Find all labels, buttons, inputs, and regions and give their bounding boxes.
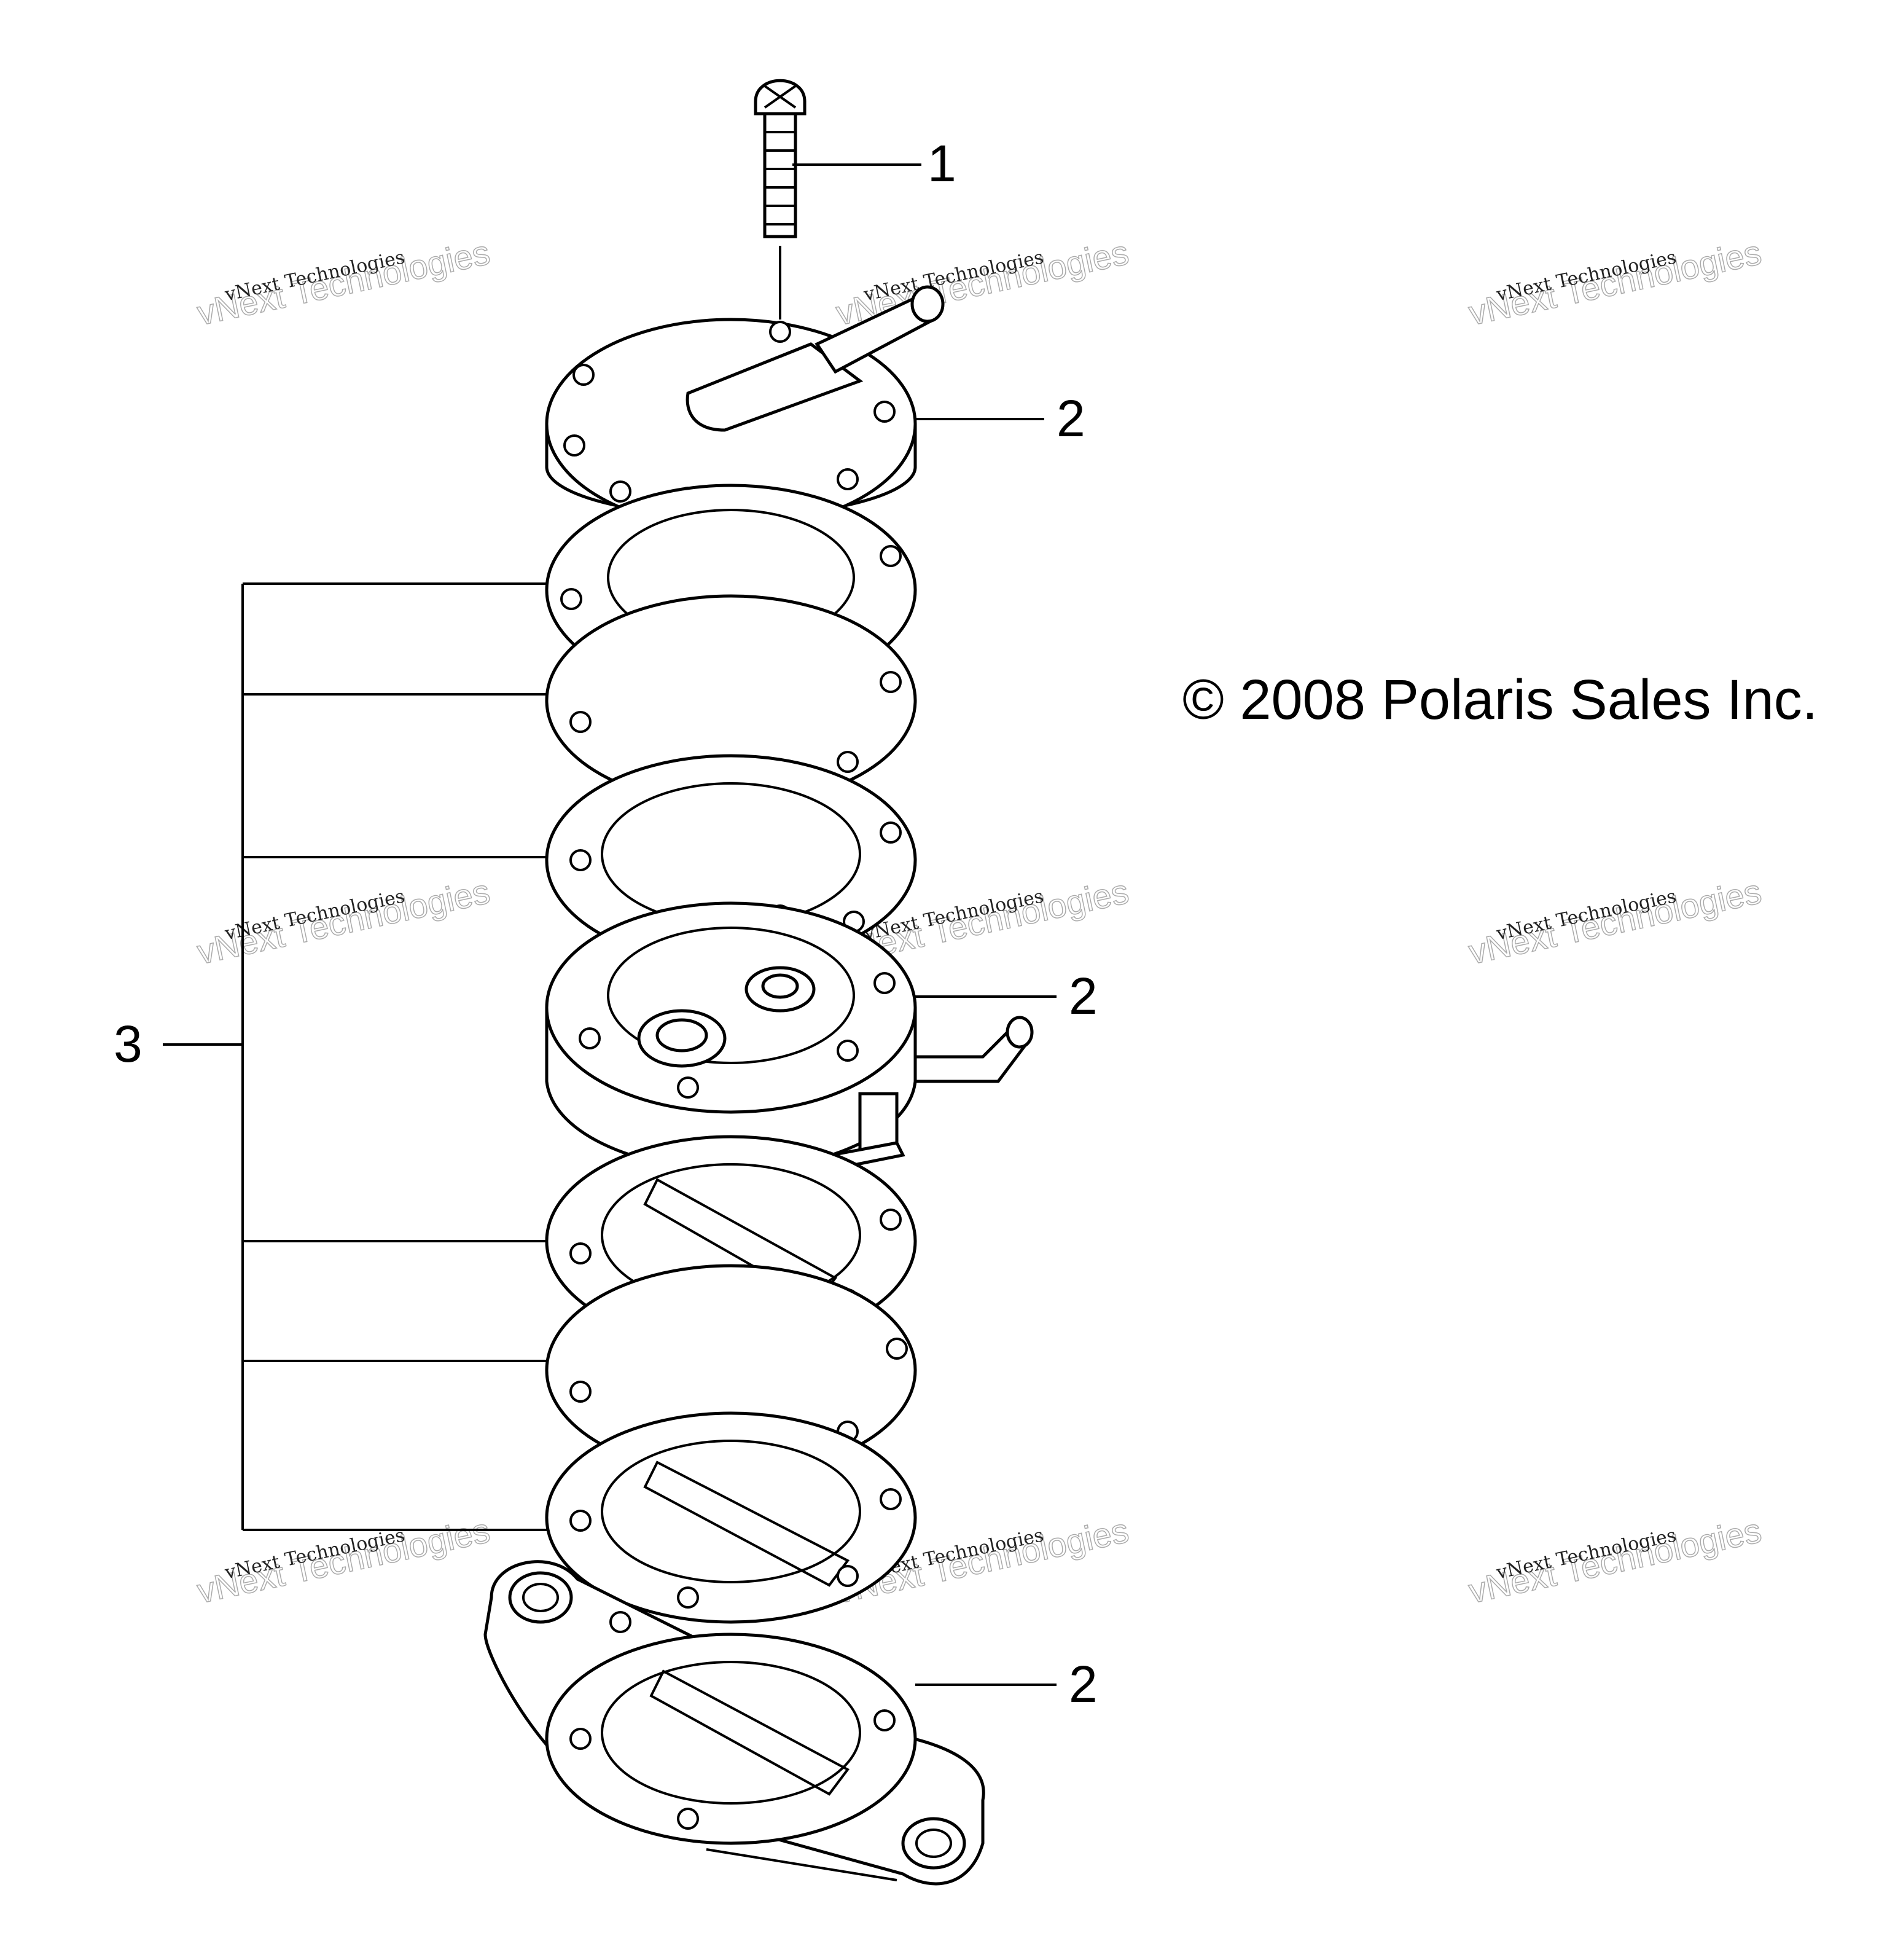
callout-2-bottom: 2 (1069, 1655, 1098, 1713)
watermark-top-left: vNext Technologies vNext Technologies (193, 232, 494, 333)
kit-bracket (163, 582, 547, 1531)
watermark-bottom-left: vNext Technologies vNext Technologies (193, 1510, 494, 1611)
pump-base (483, 1560, 985, 1886)
gasket-ring-4 (545, 1411, 917, 1624)
watermark-top-right: vNext Technologies vNext Technologies (1465, 232, 1765, 333)
callout-3: 3 (114, 1015, 143, 1073)
callout-1: 1 (928, 135, 956, 192)
pump-body (545, 901, 1034, 1194)
callout-2-top: 2 (1057, 390, 1085, 447)
watermark-mid-left: vNext Technologies vNext Technologies (193, 871, 494, 972)
screw-part (754, 79, 807, 319)
watermark-mid-right: vNext Technologies vNext Technologies (1465, 871, 1765, 972)
callout-2-mid: 2 (1069, 967, 1098, 1025)
diaphragm-1 (545, 594, 917, 807)
copyright-notice: © 2008 Polaris Sales Inc. (1182, 668, 1818, 731)
watermark-bottom-right: vNext Technologies vNext Technologies (1465, 1510, 1765, 1611)
